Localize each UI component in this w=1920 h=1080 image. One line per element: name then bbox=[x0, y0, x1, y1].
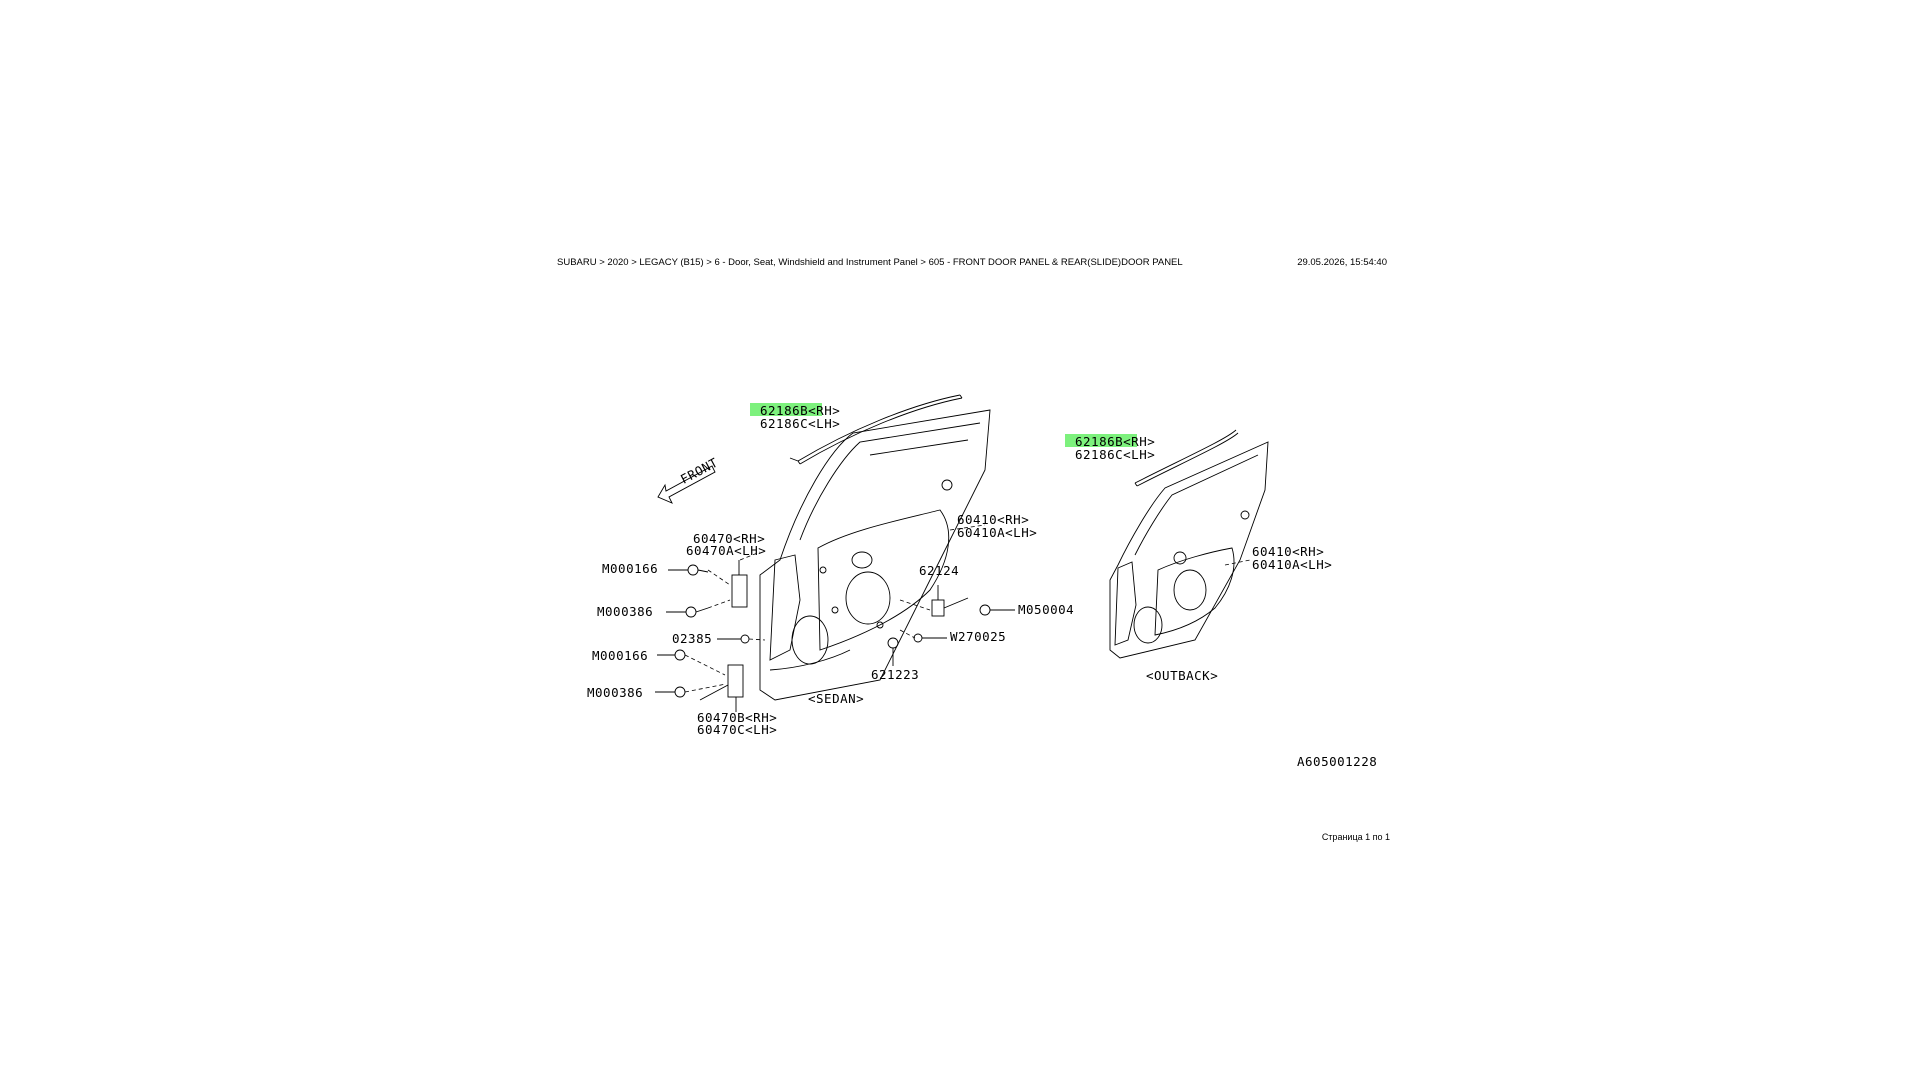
sedan-weatherstrip bbox=[789, 394, 963, 465]
bolt-icon-m050004 bbox=[979, 604, 1015, 616]
sedan-group: 62186B<RH> 62186C<LH> 60410<RH> 60410A<L… bbox=[587, 394, 1074, 737]
label-outback-62186b[interactable]: 62186B<RH> bbox=[1075, 434, 1155, 449]
label-sedan-60470b[interactable]: 60470B<RH> bbox=[697, 710, 777, 725]
sedan-door-panel bbox=[759, 409, 991, 701]
label-outback-60410[interactable]: 60410<RH> bbox=[1252, 544, 1324, 559]
clip-icon-w270025 bbox=[913, 633, 947, 643]
label-02385[interactable]: 02385 bbox=[672, 631, 712, 646]
bolt-icon-m000166-upper bbox=[668, 564, 709, 576]
bolt-icon-m000386-upper bbox=[666, 606, 709, 618]
label-sedan-62186c[interactable]: 62186C<LH> bbox=[760, 416, 840, 431]
label-sedan-60470[interactable]: 60470<RH> bbox=[693, 531, 765, 546]
striker-icon-62124 bbox=[931, 585, 969, 617]
page-counter: Страница 1 по 1 bbox=[1321, 832, 1390, 842]
caption-sedan: <SEDAN> bbox=[808, 691, 864, 706]
nut-icon-02385 bbox=[717, 634, 750, 644]
label-sedan-60470a[interactable]: 60470A<LH> bbox=[686, 543, 766, 558]
illustration-code: A605001228 bbox=[1297, 754, 1377, 769]
plug-icon-621223 bbox=[887, 637, 899, 666]
label-m000166-upper[interactable]: M000166 bbox=[602, 561, 658, 576]
label-sedan-60410[interactable]: 60410<RH> bbox=[957, 512, 1029, 527]
sedan-hinge-lower bbox=[699, 664, 744, 712]
page-header: SUBARU > 2020 > LEGACY (B15) > 6 - Door,… bbox=[557, 257, 1387, 271]
label-m050004[interactable]: M050004 bbox=[1018, 602, 1074, 617]
outback-door-panel bbox=[1109, 441, 1269, 659]
front-arrow-icon: FRONT bbox=[657, 455, 720, 504]
label-m000166-lower[interactable]: M000166 bbox=[592, 648, 648, 663]
label-62124[interactable]: 62124 bbox=[919, 563, 959, 578]
front-label: FRONT bbox=[678, 455, 720, 487]
label-sedan-60410a[interactable]: 60410A<LH> bbox=[957, 525, 1037, 540]
label-sedan-62186b[interactable]: 62186B<RH> bbox=[760, 403, 840, 418]
label-m000386-lower[interactable]: M000386 bbox=[587, 685, 643, 700]
label-outback-62186c[interactable]: 62186C<LH> bbox=[1075, 447, 1155, 462]
bolt-icon-m000386-lower bbox=[655, 686, 686, 698]
highlight-sedan-62186b bbox=[750, 403, 822, 416]
highlight-outback-62186b bbox=[1065, 434, 1137, 447]
caption-outback: <OUTBACK> bbox=[1146, 668, 1218, 683]
print-timestamp: 29.05.2026, 15:54:40 bbox=[1297, 257, 1387, 268]
label-m000386-upper[interactable]: M000386 bbox=[597, 604, 653, 619]
outback-group: 62186B<RH> 62186C<LH> 60410<RH> 60410A<L… bbox=[1065, 429, 1332, 683]
label-outback-60410a[interactable]: 60410A<LH> bbox=[1252, 557, 1332, 572]
outback-weatherstrip bbox=[1134, 429, 1239, 487]
sedan-hinge-upper bbox=[731, 560, 748, 608]
label-sedan-60470c[interactable]: 60470C<LH> bbox=[697, 722, 777, 737]
bolt-icon-m000166-lower bbox=[657, 649, 686, 661]
label-w270025[interactable]: W270025 bbox=[950, 629, 1006, 644]
label-621223[interactable]: 621223 bbox=[871, 667, 919, 682]
breadcrumb: SUBARU > 2020 > LEGACY (B15) > 6 - Door,… bbox=[557, 257, 1183, 268]
